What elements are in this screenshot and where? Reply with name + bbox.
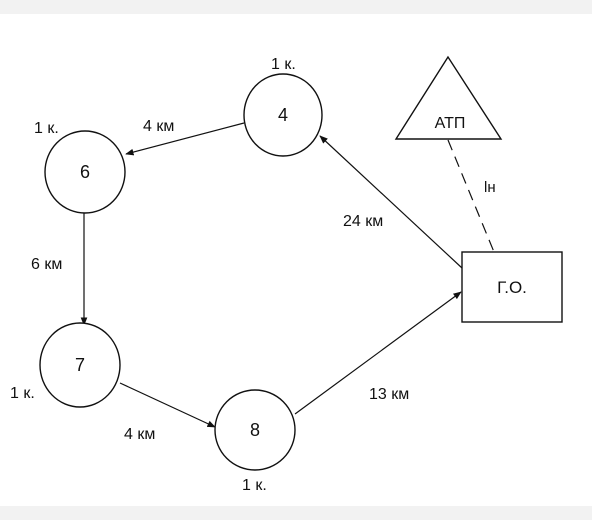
node-6-load: 1 к. xyxy=(34,120,59,137)
distance-6-7: 6 км xyxy=(31,256,62,273)
node-8-circle xyxy=(214,389,296,471)
node-4-load: 1 к. xyxy=(271,56,296,73)
node-7-number: 7 xyxy=(75,355,85,375)
zero-run-label: lн xyxy=(484,179,496,196)
node-6-number: 6 xyxy=(80,162,90,182)
distance-7-8: 4 км xyxy=(124,426,155,443)
node-7-circle xyxy=(39,322,121,408)
edge-8-to-go xyxy=(294,291,462,415)
node-4-circle xyxy=(243,73,323,157)
top-band xyxy=(0,0,592,14)
node-8-number: 8 xyxy=(250,420,260,440)
distance-go-4: 24 км xyxy=(343,213,383,230)
node-6-circle xyxy=(44,130,126,214)
edge-4-to-6 xyxy=(125,122,245,156)
cargo-point-box xyxy=(461,251,563,323)
edge-7-to-8 xyxy=(119,382,216,428)
zero-run-dashed-line xyxy=(447,139,495,253)
node-4-number: 4 xyxy=(278,105,288,125)
distance-4-6: 4 км xyxy=(143,118,174,135)
node-7-load: 1 к. xyxy=(10,385,35,402)
edge-go-to-4 xyxy=(319,135,463,269)
cargo-point-label: Г.О. xyxy=(497,278,527,297)
depot-label: АТП xyxy=(435,115,466,132)
node-8-load: 1 к. xyxy=(242,477,267,494)
distance-8-go: 13 км xyxy=(369,386,409,403)
bottom-band xyxy=(0,506,592,520)
depot-triangle xyxy=(394,55,503,140)
